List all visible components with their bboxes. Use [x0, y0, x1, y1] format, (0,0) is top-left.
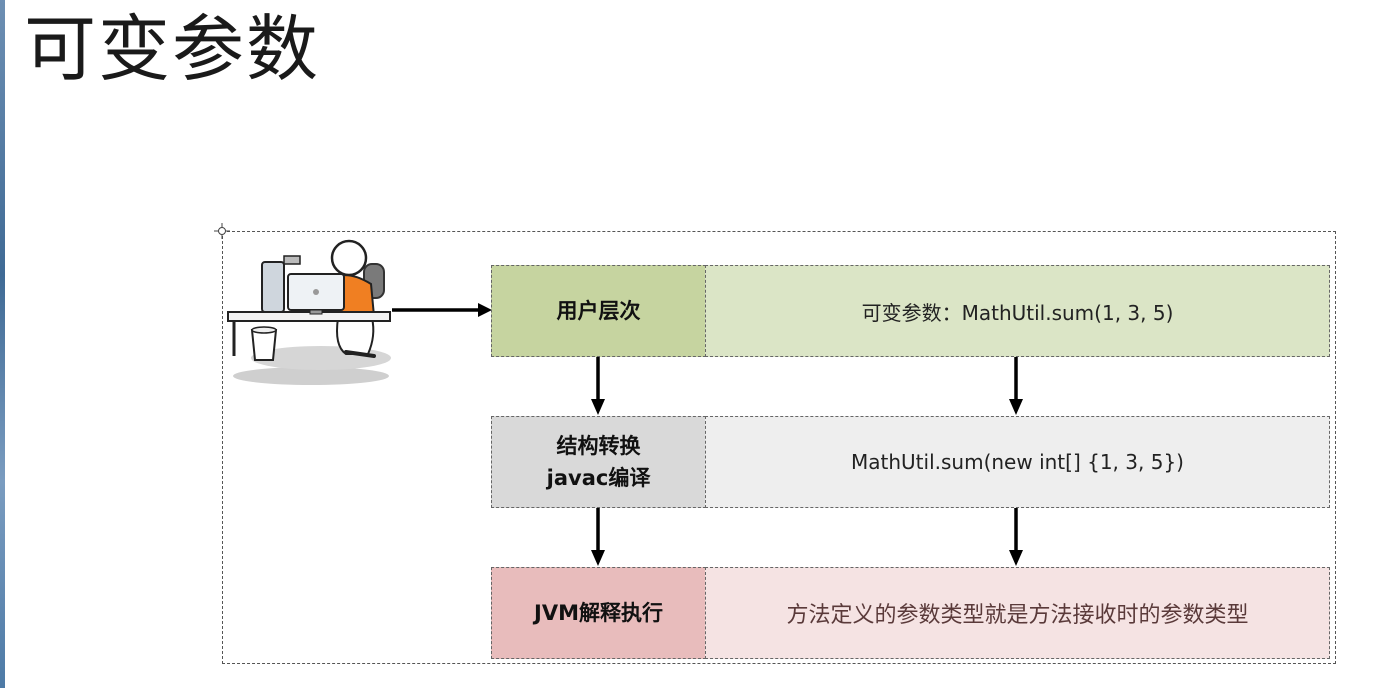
page-title: 可变参数	[24, 7, 321, 91]
row3-content-box: 方法定义的参数类型就是方法接收时的参数类型	[705, 567, 1330, 659]
diagram-frame	[222, 231, 1336, 664]
row3-label: JVM解释执行	[534, 601, 663, 625]
row2-content-box: MathUtil.sum(new int[] {1, 3, 5})	[705, 416, 1330, 508]
row2-content: MathUtil.sum(new int[] {1, 3, 5})	[851, 450, 1184, 474]
arrow-person-to-row1	[392, 303, 492, 317]
row2-label-line1: 结构转换	[556, 434, 641, 458]
row2-label-box: 结构转换 javac编译	[491, 416, 706, 508]
person-at-computer-icon	[227, 239, 391, 385]
arrow-row2-to-row3-left	[591, 508, 605, 566]
row1-content: 可变参数：MathUtil.sum(1, 3, 5)	[861, 300, 1174, 325]
arrow-row2-to-row3-right	[1009, 508, 1023, 566]
row1-content-box: 可变参数：MathUtil.sum(1, 3, 5)	[705, 265, 1330, 357]
row1-label: 用户层次	[556, 299, 641, 323]
row3-label-box: JVM解释执行	[491, 567, 706, 659]
row1-label-box: 用户层次	[491, 265, 706, 357]
row3-content: 方法定义的参数类型就是方法接收时的参数类型	[786, 603, 1249, 628]
arrow-row1-to-row2-right	[1009, 357, 1023, 415]
frame-corner-handle	[214, 223, 230, 239]
window-edge-strip	[0, 0, 5, 688]
arrow-row1-to-row2-left	[591, 357, 605, 415]
row2-label-line2: javac编译	[546, 466, 651, 490]
